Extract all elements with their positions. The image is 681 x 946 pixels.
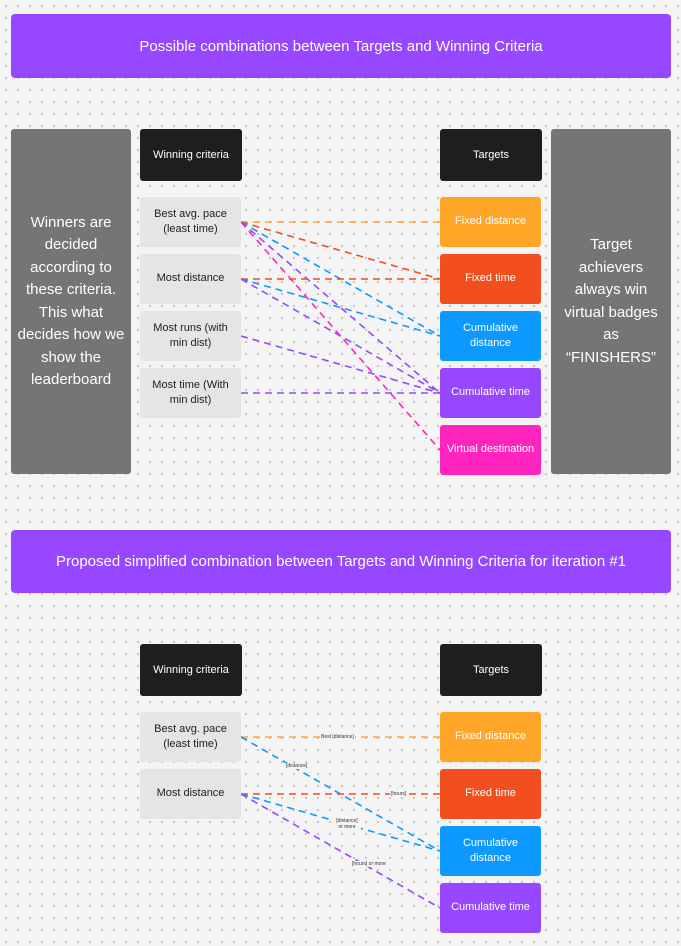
s1-line-pace-virtual-destination	[240, 221, 441, 451]
s1-target-label: Cumulative time	[451, 386, 530, 399]
s1-criterion-most-runs: Most runs (with min dist)	[140, 311, 241, 361]
s1-line-runs-cumulative-time	[240, 335, 441, 394]
s2-target-fixed-distance: Fixed distance	[440, 712, 541, 762]
s2-line-distance-cumulative-distance	[240, 793, 441, 852]
right-note-panel: Target achievers always win virtual badg…	[551, 129, 671, 474]
s2-target-label: Fixed distance	[455, 730, 526, 743]
s1-targets-header: Targets	[440, 129, 542, 181]
s1-target-virtual-destination: Virtual destination	[440, 425, 541, 475]
s1-line-distance-cumulative-time	[240, 278, 441, 394]
section2-title-banner: Proposed simplified combination between …	[11, 530, 671, 593]
section1-title: Possible combinations between Targets an…	[139, 37, 543, 55]
s1-target-label: Cumulative distance	[462, 321, 519, 350]
s1-criterion-label: Most runs (with min dist)	[153, 321, 228, 350]
s1-target-fixed-time: Fixed time	[440, 254, 541, 304]
s2-connection-label: [distance] or more	[333, 818, 361, 830]
s1-target-cumulative-distance: Cumulative distance	[440, 311, 541, 361]
left-note-text: Winners are decided according to these c…	[17, 213, 125, 389]
s1-target-cumulative-time: Cumulative time	[440, 368, 541, 418]
section2-title: Proposed simplified combination between …	[55, 553, 627, 570]
s2-targets-header-label: Targets	[472, 664, 510, 676]
s1-targets-header-label: Targets	[472, 149, 510, 161]
s2-targets-header: Targets	[440, 644, 542, 696]
s1-target-fixed-distance: Fixed distance	[440, 197, 541, 247]
s2-target-cumulative-distance: Cumulative distance	[440, 826, 541, 876]
s2-connection-label: [distance]	[285, 763, 309, 769]
s1-criterion-label: Most time (With min dist)	[152, 378, 229, 407]
s2-connection-label: Best [distance]	[320, 734, 355, 740]
s2-target-label: Fixed time	[465, 787, 516, 800]
s1-line-distance-cumulative-distance	[240, 278, 441, 337]
s1-criterion-most-time: Most time (With min dist)	[140, 368, 241, 418]
s2-target-label: Cumulative distance	[462, 836, 519, 865]
left-note-panel: Winners are decided according to these c…	[11, 129, 131, 474]
right-note-text: Target achievers always win virtual badg…	[564, 236, 658, 366]
s1-criterion-most-distance: Most distance	[140, 254, 241, 304]
s2-criterion-label: Best avg. pace (least time)	[154, 722, 227, 751]
s2-target-fixed-time: Fixed time	[440, 769, 541, 819]
s1-criteria-header-label: Winning criteria	[153, 149, 229, 161]
s1-line-pace-fixed-time	[240, 221, 441, 280]
s2-target-label: Cumulative time	[451, 901, 530, 914]
s2-criteria-header: Winning criteria	[140, 644, 242, 696]
s1-line-pace-cumulative-time	[240, 221, 441, 394]
section1-title-banner: Possible combinations between Targets an…	[11, 14, 671, 78]
s2-connection-label: [hours] or more	[351, 861, 387, 867]
s1-target-label: Fixed time	[465, 272, 516, 285]
s2-target-cumulative-time: Cumulative time	[440, 883, 541, 933]
s1-criterion-label: Most distance	[156, 272, 225, 285]
s2-criterion-most-distance: Most distance	[140, 769, 241, 819]
s2-criterion-label: Most distance	[156, 787, 225, 800]
s1-criteria-header: Winning criteria	[140, 129, 242, 181]
s2-criteria-header-label: Winning criteria	[153, 664, 229, 676]
s2-criterion-best-pace: Best avg. pace (least time)	[140, 712, 241, 762]
s1-criterion-label: Best avg. pace (least time)	[154, 207, 227, 236]
s1-criterion-best-pace: Best avg. pace (least time)	[140, 197, 241, 247]
s2-connection-label: [hours]	[390, 791, 408, 797]
s2-line-distance-cumulative-time	[240, 793, 441, 909]
s1-target-label: Fixed distance	[455, 215, 526, 228]
s1-target-label: Virtual destination	[446, 443, 535, 456]
